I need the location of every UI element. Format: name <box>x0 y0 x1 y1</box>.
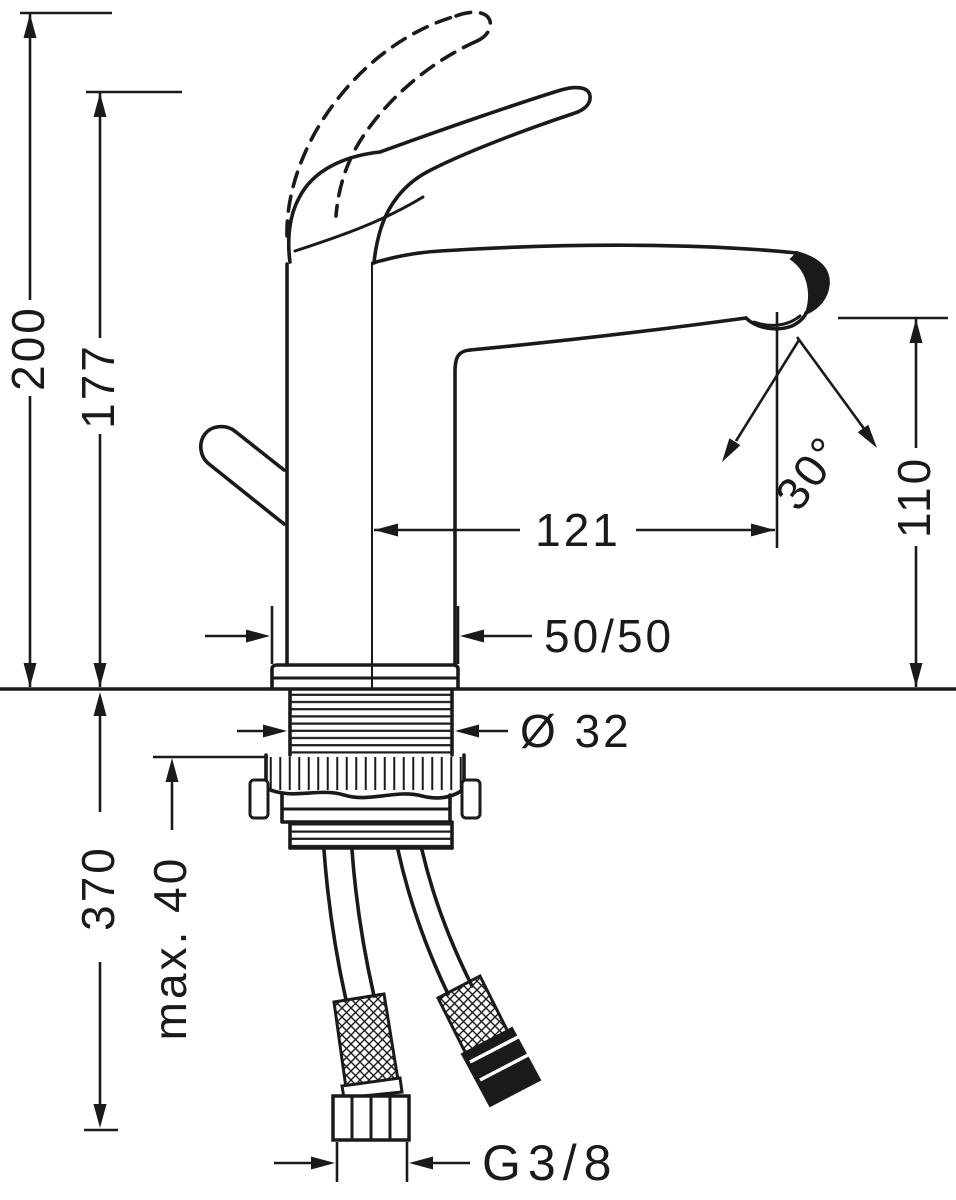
hose-connector-left <box>331 1094 411 1142</box>
aerator-outline <box>744 311 808 331</box>
dim-110-label: 110 <box>888 456 940 538</box>
dim-g38: G3/8 <box>274 1135 618 1191</box>
aerator-line <box>752 314 802 327</box>
dim-max-40: max. 40 <box>144 755 268 1041</box>
spout-top-edge <box>371 243 799 265</box>
dim-diameter-32-label: Ø 32 <box>520 705 632 757</box>
dim-max-40-label: max. 40 <box>144 856 196 1041</box>
hose-connector-right <box>460 1026 542 1108</box>
dim-177: 177 <box>72 90 182 687</box>
faucet-spout-body <box>285 243 830 667</box>
dim-200-label: 200 <box>2 305 54 391</box>
washer-ear-right <box>460 778 482 820</box>
dim-110: 110 <box>838 316 948 687</box>
base-plate <box>270 663 460 691</box>
handle-lever-solid <box>286 85 592 265</box>
handle-seam-line <box>293 195 425 253</box>
hose-collar-left <box>340 1076 404 1100</box>
washer-ear-left <box>248 778 270 820</box>
dim-50-50: 50/50 <box>205 606 674 664</box>
supply-hose-right <box>396 848 514 1065</box>
supply-hose-left <box>322 848 404 1100</box>
mounting-washer <box>248 753 482 820</box>
body-right-edge <box>453 348 472 667</box>
dim-370: 370 <box>72 692 124 1132</box>
dim-200: 200 <box>2 11 112 687</box>
side-lever <box>199 424 286 526</box>
threaded-shank-upper <box>288 688 454 757</box>
spout-tip-accent <box>789 251 830 315</box>
dim-angle-30: 30° <box>722 336 877 519</box>
spout-bottom-edge <box>468 316 748 352</box>
dim-121-label: 121 <box>535 504 621 556</box>
dim-121: 121 <box>371 262 779 688</box>
dim-g38-label: G3/8 <box>482 1135 618 1191</box>
hose-braid-left <box>332 992 400 1090</box>
dim-370-label: 370 <box>72 845 124 931</box>
dim-177-label: 177 <box>72 343 124 429</box>
dim-50-50-label: 50/50 <box>544 610 674 662</box>
threaded-shank-lower <box>288 820 454 850</box>
handle-lever-raised-dashed <box>285 10 493 238</box>
dim-diameter-32: Ø 32 <box>237 705 632 757</box>
